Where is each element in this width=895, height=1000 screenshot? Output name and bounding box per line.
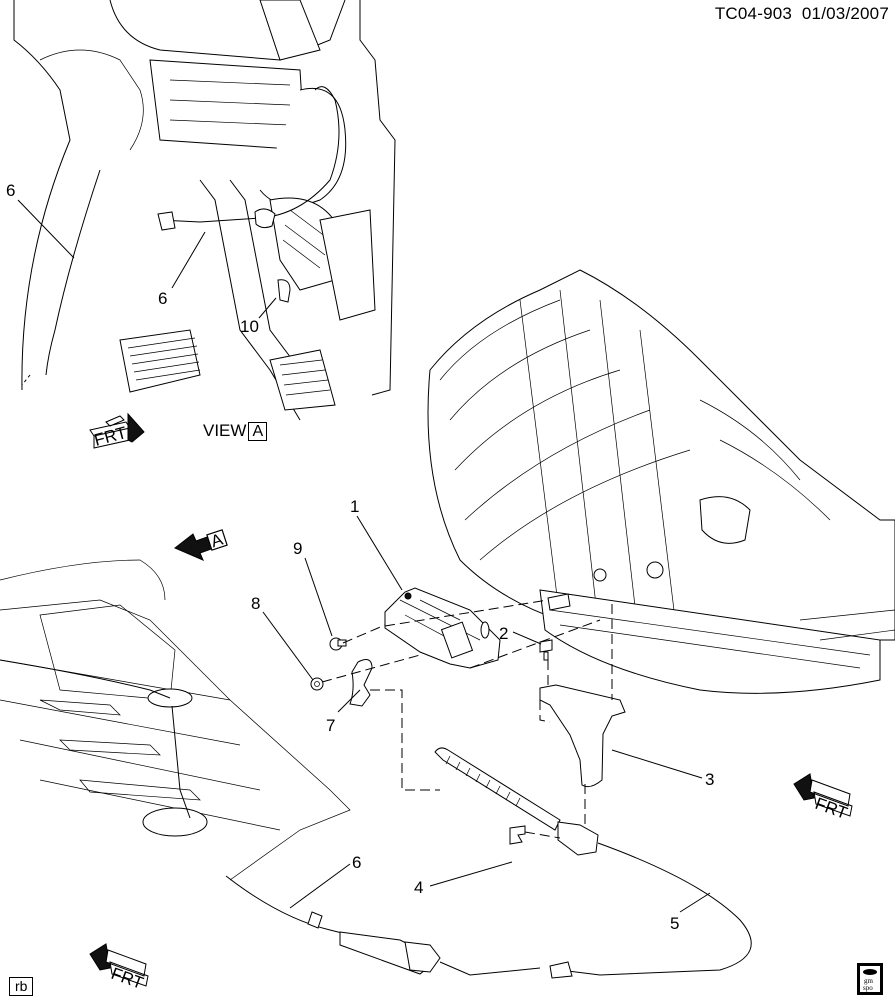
frt-indicator-top: FRT <box>89 412 145 450</box>
callout-9: 9 <box>293 539 302 558</box>
callout-2: 2 <box>499 624 508 643</box>
transmission <box>427 269 895 694</box>
callout-8: 8 <box>251 594 260 613</box>
callout-1: 1 <box>350 497 359 516</box>
small-parts <box>310 637 626 845</box>
shift-cable <box>225 747 752 979</box>
view-a-inset <box>13 0 396 421</box>
view-a-arrow: A <box>174 529 228 561</box>
drawing-header: TC04-903 01/03/2007 <box>715 4 889 24</box>
callout-7: 7 <box>326 716 335 735</box>
callout-10: 10 <box>240 317 259 336</box>
callout-3: 3 <box>705 770 714 789</box>
frt-indicator-right: FRT <box>793 773 853 823</box>
badge-line1: gm <box>864 977 874 985</box>
clip-10 <box>277 279 291 303</box>
view-label-text: VIEW <box>203 421 247 440</box>
callout-6-left: 6 <box>6 181 15 200</box>
badge-line2: spo <box>863 984 873 992</box>
frt-indicator-bottom: FRT <box>89 943 149 993</box>
callout-4: 4 <box>414 878 423 897</box>
footer-tag: rb <box>9 977 34 996</box>
drawing-id: TC04-903 <box>714 4 793 23</box>
callout-5: 5 <box>670 914 679 933</box>
assembly-lines <box>321 599 613 839</box>
view-a-label: VIEW A <box>203 421 268 441</box>
floor-panel <box>0 559 351 881</box>
frt-label: FRT <box>92 423 129 450</box>
drawing-date: 01/03/2007 <box>801 4 889 23</box>
pn-switch <box>384 587 501 669</box>
view-label-ref: A <box>248 421 268 441</box>
gm-spo-badge: gm spo <box>857 963 883 995</box>
callout-6-pedal: 6 <box>158 289 167 308</box>
callout-6-floor: 6 <box>352 853 361 872</box>
callouts: 1 2 3 4 5 6 6 6 7 8 9 10 <box>6 181 714 933</box>
